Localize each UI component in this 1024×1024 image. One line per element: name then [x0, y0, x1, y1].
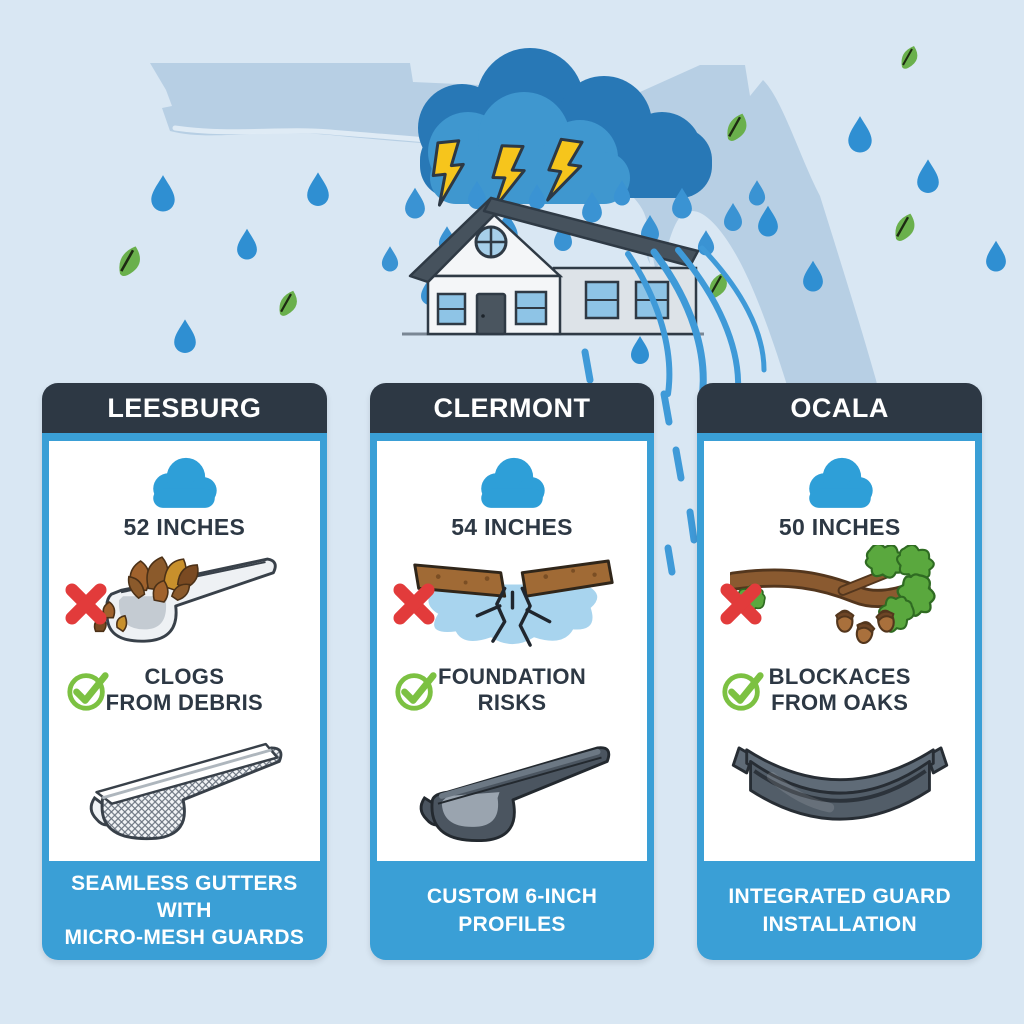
- problem-row: [377, 545, 648, 663]
- cross-icon: [65, 583, 107, 625]
- micro-mesh-gutter-icon: [89, 742, 283, 840]
- city-cards: LEESBURG 52 INCHES: [42, 383, 983, 960]
- problem-row: [49, 545, 320, 663]
- city-card-ocala: OCALA 50 INCHES: [697, 383, 983, 960]
- rainfall-value: 50 INCHES: [778, 513, 901, 540]
- solution-banner: INTEGRATED GUARD INSTALLATION: [697, 861, 983, 960]
- card-body: 50 INCHES: [704, 441, 976, 861]
- card-body: 52 INCHES: [49, 441, 320, 861]
- storm-cloud-with-lightning-icon: [418, 48, 712, 211]
- check-circle-icon: [722, 671, 764, 711]
- cracked-foundation-water-icon: [412, 559, 614, 647]
- solution-banner: CUSTOM 6-INCH PROFILES: [369, 861, 655, 960]
- acorn-icon: [834, 609, 895, 644]
- check-circle-icon: [67, 671, 109, 711]
- six-inch-gutter-profile-icon: [419, 745, 610, 842]
- card-body: 54 INCHES: [376, 441, 648, 861]
- card-frame: 52 INCHES: [42, 433, 327, 861]
- card-frame: 50 INCHES: [697, 433, 983, 861]
- card-title: LEESBURG: [42, 383, 327, 433]
- rain-cloud-icon: [808, 457, 873, 508]
- rainfall-value: 54 INCHES: [451, 513, 573, 540]
- card-frame: 54 INCHES: [369, 433, 655, 861]
- city-card-leesburg: LEESBURG 52 INCHES: [42, 383, 327, 960]
- solution-banner: SEAMLESS GUTTERS WITH MICRO-MESH GUARDS: [42, 861, 327, 960]
- rainfall-value: 52 INCHES: [123, 513, 246, 540]
- problem-label: CLOGS FROM DEBRIS: [105, 663, 263, 715]
- cross-icon: [720, 583, 762, 625]
- card-title: OCALA: [697, 383, 983, 433]
- solution-check-row: CLOGS FROM DEBRIS: [49, 663, 320, 717]
- door-icon: [475, 292, 507, 336]
- card-title: CLERMONT: [369, 383, 655, 433]
- city-card-clermont: CLERMONT 54 INCHES: [369, 383, 655, 960]
- oak-branch-acorns-icon: [729, 544, 942, 644]
- solution-check-row: BLOCKACES FROM OAKS: [704, 663, 975, 717]
- rain-cloud-icon: [481, 457, 545, 508]
- integrated-gutter-guard-icon: [731, 746, 948, 820]
- house-overflowing-gutter-icon: [402, 196, 704, 336]
- clogged-gutter-with-leaves-icon: [93, 555, 277, 643]
- problem-label: BLOCKACES FROM OAKS: [768, 663, 911, 715]
- solution-check-row: FOUNDATION RISKS: [377, 663, 648, 717]
- cross-icon: [393, 583, 435, 625]
- rain-cloud-icon: [153, 457, 218, 508]
- check-circle-icon: [395, 671, 437, 711]
- problem-label: FOUNDATION RISKS: [437, 663, 587, 715]
- problem-row: [704, 544, 975, 663]
